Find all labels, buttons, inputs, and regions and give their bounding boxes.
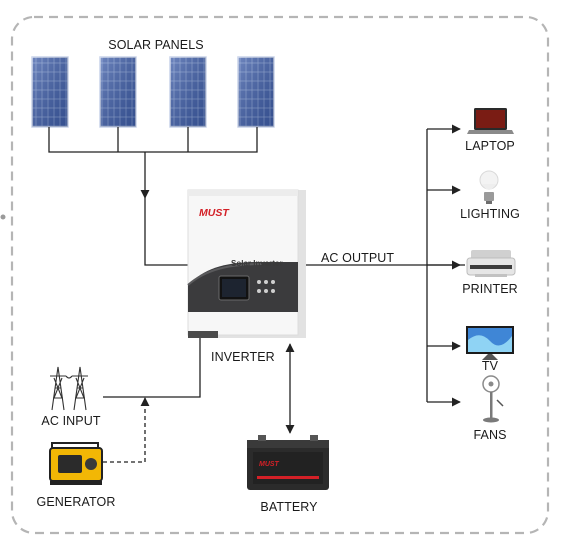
load-label-fans: FANS <box>473 428 507 442</box>
inverter-model: Solar Inverter <box>231 259 283 268</box>
transmission-tower-icon <box>50 366 88 411</box>
fan-icon <box>482 375 504 423</box>
solar-panel-icon <box>99 56 137 128</box>
battery-brand: MUST <box>259 461 280 468</box>
solar-panel-icon <box>31 56 69 128</box>
printer-icon <box>466 250 516 277</box>
solar-panel-icon <box>237 56 275 128</box>
load-label-printer: PRINTER <box>462 282 518 296</box>
inverter-brand: MUST <box>199 207 230 219</box>
ac-input-label: AC INPUT <box>41 414 101 428</box>
solar-panel-icon <box>169 56 207 128</box>
laptop-icon <box>467 108 514 134</box>
solar-panel-group <box>31 56 275 128</box>
load-label-laptop: LAPTOP <box>465 139 515 153</box>
load-label-tv: TV <box>481 359 499 373</box>
diagram-frame <box>10 15 550 535</box>
frame-dot <box>0 214 6 220</box>
inverter-icon: MUST Solar Inverter <box>187 189 306 338</box>
ac-output-label: AC OUTPUT <box>321 251 395 265</box>
generator-icon <box>49 442 103 485</box>
battery-label: BATTERY <box>260 500 318 514</box>
tv-icon <box>466 326 514 360</box>
solar-wiring <box>48 127 258 266</box>
ac-input-wiring <box>103 338 201 463</box>
solar-panels-label: SOLAR PANELS <box>108 38 204 52</box>
generator-label: GENERATOR <box>36 495 116 509</box>
lightbulb-icon <box>479 170 499 204</box>
battery-icon: MUST <box>247 435 329 490</box>
inverter-label: INVERTER <box>211 350 275 364</box>
load-label-lighting: LIGHTING <box>460 207 520 221</box>
ac-output-wiring <box>306 124 465 407</box>
